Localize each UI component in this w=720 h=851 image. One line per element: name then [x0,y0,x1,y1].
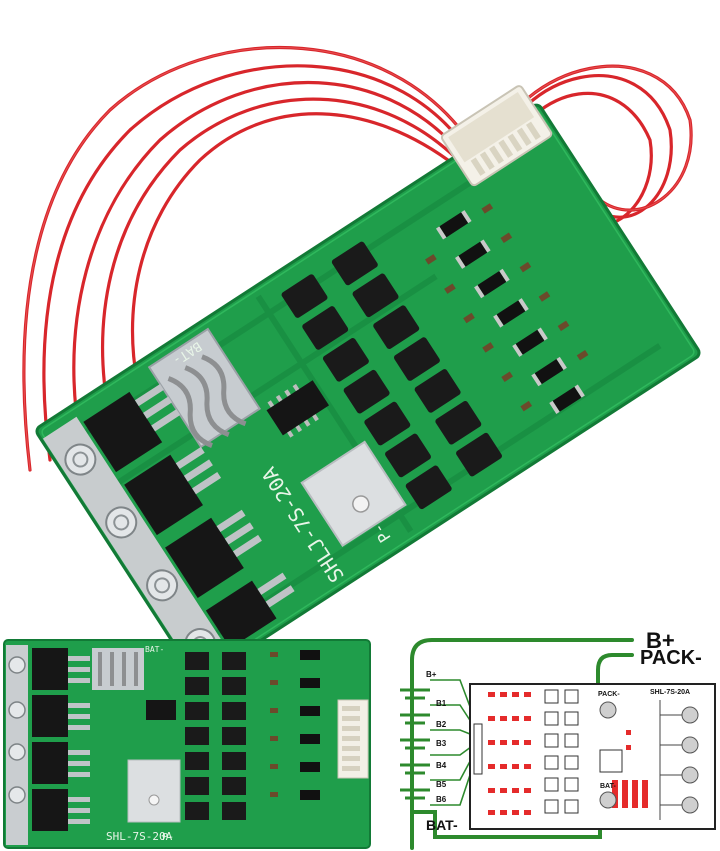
bottom-terminal-silkscreen: P- [162,832,174,843]
schematic-label-bplus: B+ [646,628,675,653]
p-minus-pad [300,440,407,548]
cell-label-b5: B5 [436,780,447,789]
cell-label-b3: B3 [436,739,447,748]
balance-wires [22,45,693,472]
schematic-label-bat: BAT- [426,817,458,833]
bottom-board-photo: SHL-7S-20A P- BAT- [3,639,371,849]
bottom-bat-silkscreen: BAT- [145,645,164,654]
balancing-mosfets [281,241,502,510]
cell-label-b1: B1 [436,699,447,708]
smd-resistors [425,203,589,414]
main-pcb: SHLJ-7S-20A P- BAT- [35,85,701,681]
board-tag-model: SHL-7S-20A [650,689,690,696]
bottom-model-silkscreen: SHL-7S-20A [106,830,173,843]
cell-label-b6: B6 [436,795,447,804]
board-tag-pack: PACK- [598,691,620,698]
cell-label-b4: B4 [436,761,447,770]
board-tag-bat: BAT- [600,783,616,790]
control-ic [266,380,330,438]
cell-label-bplus: B+ [426,670,437,679]
cell-label-b2: B2 [436,720,447,729]
wiring-schematic: B+ PACK- BAT- B+ B1 B2 B3 B4 B5 B6 PACK-… [400,628,716,850]
schematic-label-pack: PACK- [640,647,702,669]
current-shunt [147,327,262,449]
power-mosfets [83,383,295,649]
balance-connector [440,85,553,187]
